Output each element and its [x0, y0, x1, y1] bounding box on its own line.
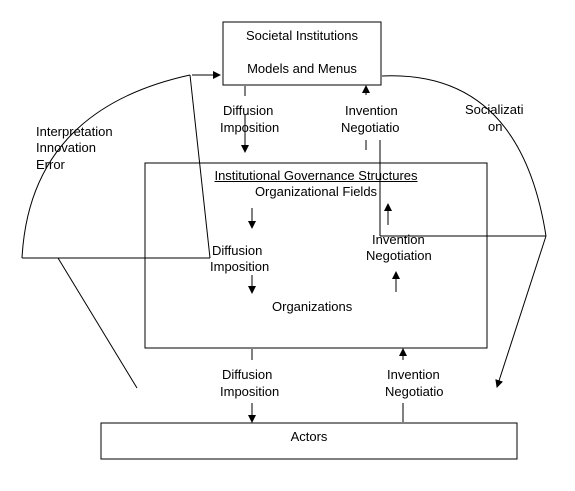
negotiation-top-label: Negotiatio — [341, 120, 400, 135]
organizations-label: Organizations — [272, 299, 353, 314]
societal-institutions-label: Societal Institutions — [245, 28, 358, 43]
socialization-arc — [381, 75, 547, 237]
socialization-arrow — [495, 235, 547, 388]
interpretation-diagonal — [189, 74, 211, 259]
error-label: Error — [36, 157, 65, 172]
top-box — [222, 21, 382, 86]
socialization-label: Socializati — [465, 102, 524, 117]
actors-label: Actors — [290, 429, 328, 444]
diffusion-mid-label: Diffusion — [212, 243, 263, 258]
interpretation-arc — [21, 74, 191, 259]
models-and-menus-label: Models and Menus — [247, 61, 357, 76]
invention-mid-label: Invention — [372, 232, 425, 247]
imposition-bottom-label: Imposition — [220, 384, 280, 399]
innovation-label: Innovation — [36, 140, 96, 155]
invention-top-label: Invention — [345, 103, 398, 118]
negotiation-mid-label: Negotiation — [366, 248, 432, 263]
socialization-label-end: on — [488, 119, 503, 134]
invention-bottom-label: Invention — [387, 367, 440, 382]
interpretation-down-line — [57, 257, 138, 389]
bottom-box — [100, 422, 518, 460]
middle-box — [144, 162, 488, 349]
negotiation-bottom-label: Negotiatio — [385, 384, 444, 399]
diffusion-bottom-label: Diffusion — [222, 367, 273, 382]
organizational-fields-label: Organizational Fields — [254, 184, 378, 199]
institutional-governance-label: Institutional Governance Structures — [214, 168, 418, 183]
diffusion-top-label: Diffusion — [223, 103, 274, 118]
imposition-mid-label: Imposition — [210, 259, 270, 274]
imposition-top-label: Imposition — [220, 120, 280, 135]
interpretation-label: Interpretation — [36, 124, 113, 139]
